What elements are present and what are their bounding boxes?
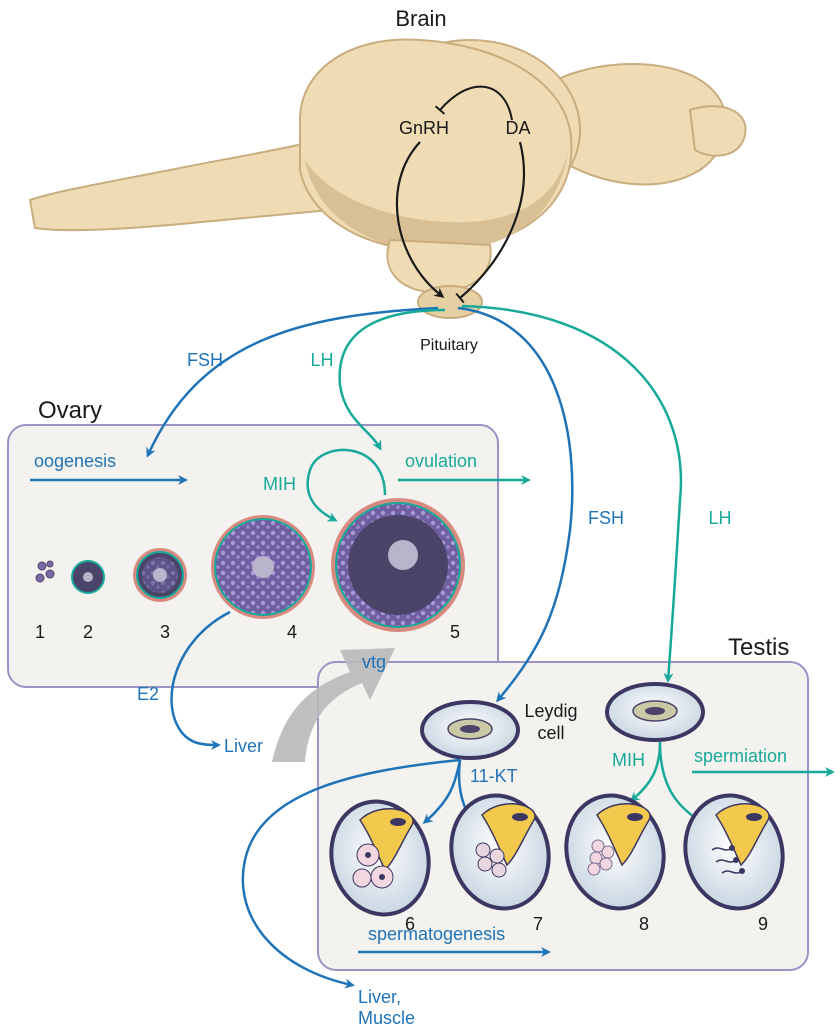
stage-5-label: 5 bbox=[450, 622, 460, 642]
fsh-label-right: FSH bbox=[588, 508, 624, 528]
spermatogenesis-label: spermatogenesis bbox=[368, 924, 505, 944]
spermiation-label: spermiation bbox=[694, 746, 787, 766]
mih-label-ovary: MIH bbox=[263, 474, 296, 494]
mih-label-testis: MIH bbox=[612, 750, 645, 770]
stage-7-label: 7 bbox=[533, 914, 543, 934]
lh-label-right: LH bbox=[708, 508, 731, 528]
fsh-label-left: FSH bbox=[187, 350, 223, 370]
stage-9-label: 9 bbox=[758, 914, 768, 934]
stage-2-label: 2 bbox=[83, 622, 93, 642]
stage-8-label: 8 bbox=[639, 914, 649, 934]
ovulation-label: ovulation bbox=[405, 451, 477, 471]
brain-label: Brain bbox=[395, 6, 446, 31]
stage-3-label: 3 bbox=[160, 622, 170, 642]
oocyte-stage-2 bbox=[72, 561, 104, 593]
vtg-label: vtg bbox=[362, 652, 386, 672]
leydig-cell-right bbox=[607, 684, 703, 740]
brain bbox=[30, 40, 746, 318]
da-label: DA bbox=[505, 118, 530, 138]
e2-label: E2 bbox=[137, 684, 159, 704]
pituitary-gland bbox=[418, 286, 482, 318]
oocyte-stage-3 bbox=[133, 548, 187, 602]
spinal-cord bbox=[30, 140, 330, 230]
stage-1-label: 1 bbox=[35, 622, 45, 642]
gnrh-label: GnRH bbox=[399, 118, 449, 138]
leydig-label-line2: cell bbox=[537, 723, 564, 743]
oogenesis-label: oogenesis bbox=[34, 451, 116, 471]
lh-label-left: LH bbox=[310, 350, 333, 370]
leydig-label-line1: Leydig bbox=[524, 701, 577, 721]
leydig-cell-left bbox=[422, 702, 518, 758]
stage-4-label: 4 bbox=[287, 622, 297, 642]
pituitary-label: Pituitary bbox=[420, 337, 478, 354]
liver-muscle-label-line2: Muscle bbox=[358, 1008, 415, 1028]
olfactory-lobe bbox=[690, 106, 746, 156]
testis-label: Testis bbox=[728, 634, 789, 661]
oocyte-stage-5 bbox=[331, 498, 465, 632]
ovary-label: Ovary bbox=[38, 397, 102, 424]
liver-muscle-label-line1: Liver, bbox=[358, 987, 401, 1007]
liver-label: Liver bbox=[224, 736, 263, 756]
11kt-label: 11-KT bbox=[470, 766, 518, 786]
oocyte-stage-4 bbox=[211, 515, 315, 619]
